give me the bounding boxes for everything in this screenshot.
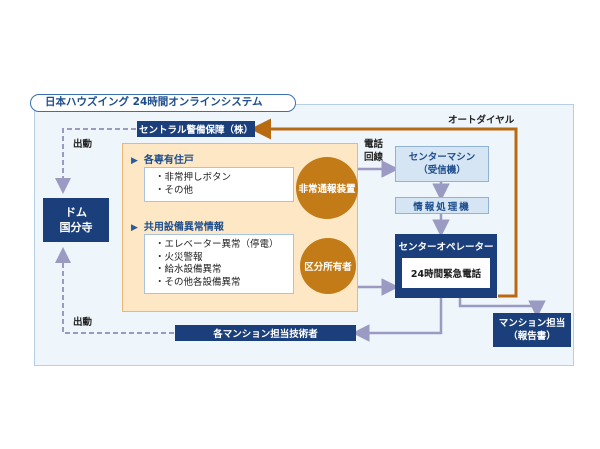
dom-line2: 国分寺 <box>59 221 93 234</box>
auto-dial-arrow <box>250 118 518 298</box>
dispatch-bottom-label: 出動 <box>73 317 93 328</box>
shared-heading-text: 共用設備異常情報 <box>143 222 224 233</box>
dispatch-bottom-arrow <box>55 247 174 334</box>
emergency-phone-box: 24時間緊急電話 <box>402 258 490 288</box>
phone-line-label: 電話 回線 <box>364 138 383 164</box>
triangle-icon: ▶ <box>131 156 138 166</box>
center-machine-line1: センターマシン <box>408 152 476 163</box>
center-operator-label: センターオペレーター <box>398 242 494 253</box>
shared-item: ・火災警報 <box>155 251 203 263</box>
phone-line-line2: 回線 <box>364 152 384 163</box>
dispatch-top-arrow <box>55 128 136 194</box>
center-machine-box: センターマシン （受信機） <box>395 146 489 182</box>
units-item: ・その他 <box>155 184 194 196</box>
mansion-manager-box: マンション担当 （報告書） <box>493 313 571 347</box>
units-item: ・非常押しボタン <box>155 172 232 183</box>
shared-heading: ▶ 共用設備異常情報 <box>131 218 224 233</box>
phone-line-line1: 電話 <box>364 139 384 150</box>
mansion-manager-line2: （報告書） <box>508 331 556 342</box>
info-processor-box: 情報処理機 <box>395 197 489 214</box>
shared-list: ・エレベーター異常（停電） ・火災警報 ・給水設備異常 ・その他各設備異常 <box>144 234 294 294</box>
triangle-icon: ▶ <box>131 223 138 233</box>
shared-item: ・エレベーター異常（停電） <box>155 239 279 250</box>
center-operator-box: センターオペレーター 24時間緊急電話 <box>395 234 497 298</box>
center-machine-line2: （受信機） <box>418 165 466 176</box>
system-title: 日本ハウズイング 24時間オンラインシステム <box>30 94 296 112</box>
units-heading: ▶ 各専有住戸 <box>131 151 194 166</box>
auto-dial-label: オートダイヤル <box>448 115 515 126</box>
dispatch-top-label: 出動 <box>73 139 93 150</box>
shared-item: ・給水設備異常 <box>155 264 222 275</box>
shared-item: ・その他各設備異常 <box>155 276 241 288</box>
mansion-manager-line1: マンション担当 <box>498 318 566 329</box>
operator-to-manager-arrow <box>458 298 546 318</box>
central-security-box: セントラル警備保障（株） <box>137 121 255 137</box>
dom-line1: ドム <box>65 206 87 219</box>
engineers-box: 各マンション担当技術者 <box>175 325 356 341</box>
operator-to-engineers-arrow <box>352 298 443 342</box>
units-heading-text: 各専有住戸 <box>143 155 194 166</box>
zone-owner-circle: 区分所有者 <box>300 238 356 294</box>
dom-kokubunji-box: ドム 国分寺 <box>43 198 109 242</box>
emergency-device-circle: 非常通報装置 <box>296 157 358 219</box>
units-list: ・非常押しボタン ・その他 <box>144 167 294 202</box>
